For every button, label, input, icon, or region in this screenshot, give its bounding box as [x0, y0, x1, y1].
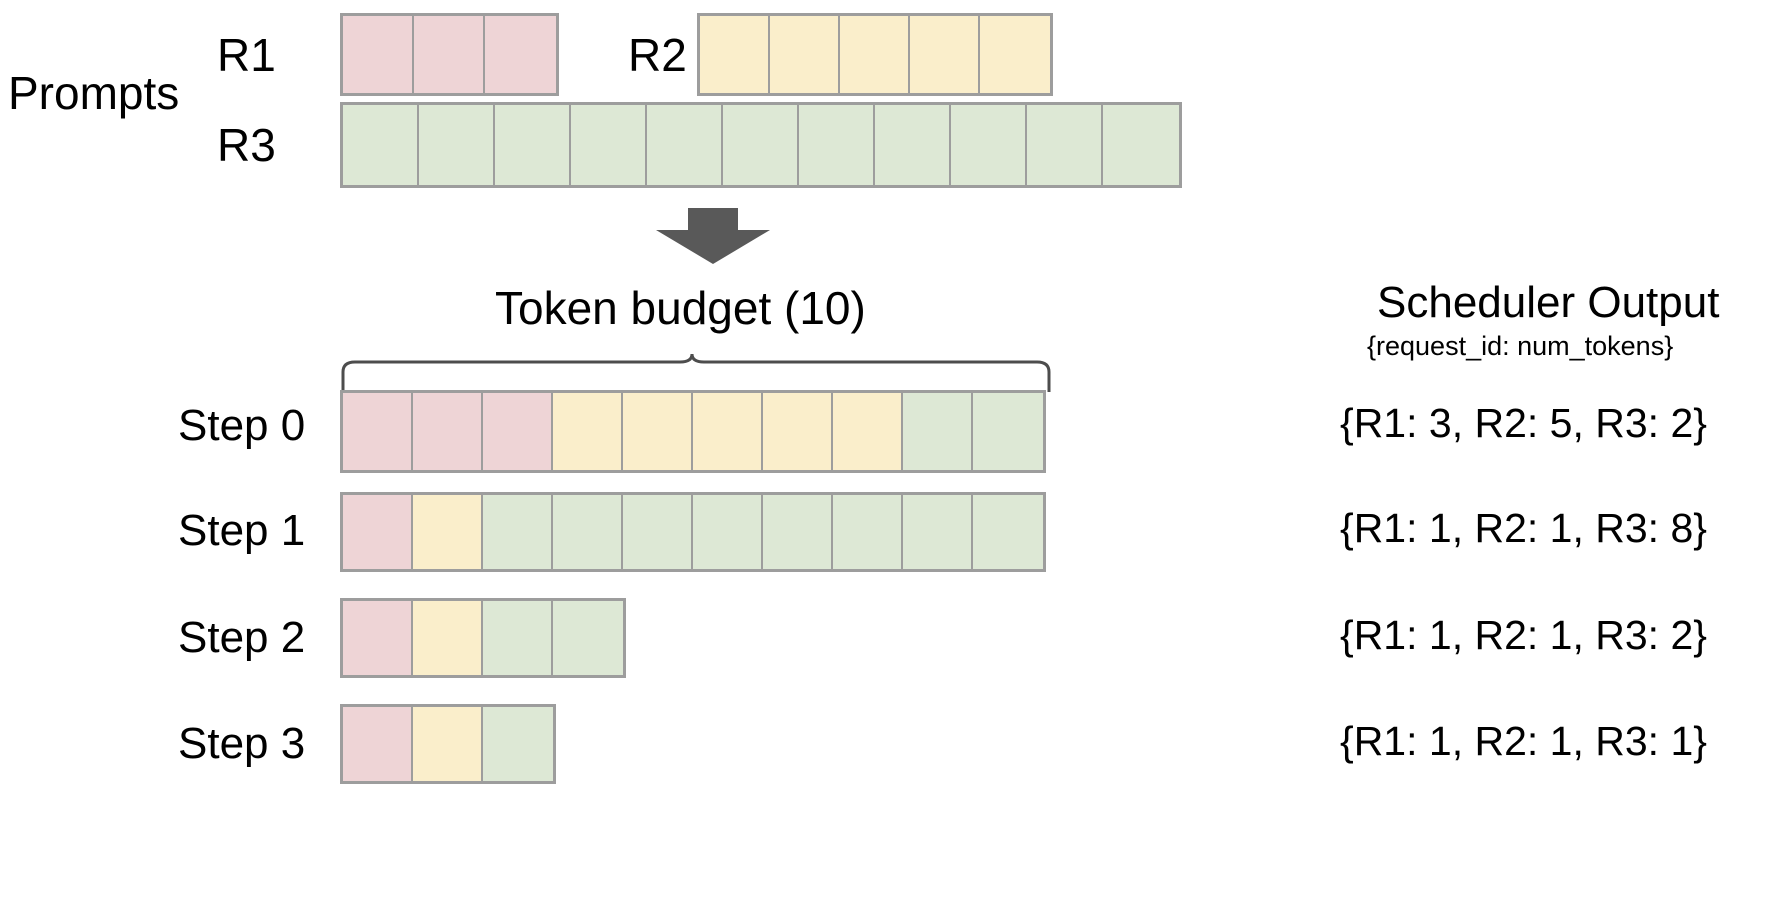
- scheduler-output-0: {R1: 3, R2: 5, R3: 2}: [1340, 400, 1707, 446]
- token-cell: [413, 495, 483, 569]
- token-cell: [763, 393, 833, 470]
- step-label-3: Step 3: [178, 719, 306, 768]
- token-cell: [553, 495, 623, 569]
- token-cell: [840, 16, 910, 93]
- step-bar-1: [340, 492, 1046, 572]
- step-label-0: Step 0: [178, 401, 306, 450]
- token-cell: [571, 105, 647, 185]
- scheduler-output-2: {R1: 1, R2: 1, R3: 2}: [1340, 612, 1707, 658]
- token-cell: [343, 495, 413, 569]
- token-cell: [623, 495, 693, 569]
- token-cell: [413, 601, 483, 675]
- prompt-bar-r1: [340, 13, 559, 96]
- token-cell: [833, 393, 903, 470]
- token-cell: [483, 707, 553, 781]
- scheduler-output-title: Scheduler Output: [1377, 278, 1720, 327]
- token-cell: [495, 105, 571, 185]
- token-cell: [693, 495, 763, 569]
- token-cell: [833, 495, 903, 569]
- step-label-1: Step 1: [178, 506, 306, 555]
- token-cell: [485, 16, 556, 93]
- token-cell: [623, 393, 693, 470]
- scheduler-output-1: {R1: 1, R2: 1, R3: 8}: [1340, 505, 1707, 551]
- token-cell: [723, 105, 799, 185]
- token-cell: [419, 105, 495, 185]
- token-cell: [483, 393, 553, 470]
- prompts-section-label: Prompts: [8, 67, 180, 119]
- token-cell: [343, 393, 413, 470]
- prompt-bar-r3: [340, 102, 1182, 188]
- scheduler-output-subtitle: {request_id: num_tokens}: [1367, 331, 1674, 361]
- token-cell: [910, 16, 980, 93]
- token-cell: [903, 393, 973, 470]
- request-label-r1: R1: [217, 29, 276, 81]
- request-label-r3: R3: [217, 119, 276, 171]
- token-budget-label: Token budget (10): [495, 282, 866, 334]
- token-cell: [903, 495, 973, 569]
- step-label-2: Step 2: [178, 613, 306, 662]
- token-cell: [413, 393, 483, 470]
- token-cell: [693, 393, 763, 470]
- token-cell: [414, 16, 485, 93]
- token-cell: [483, 495, 553, 569]
- token-cell: [763, 495, 833, 569]
- curly-brace-icon: [340, 352, 1052, 392]
- token-cell: [980, 16, 1050, 93]
- down-arrow-icon: [643, 208, 783, 264]
- token-cell: [875, 105, 951, 185]
- token-cell: [1103, 105, 1179, 185]
- token-cell: [413, 707, 483, 781]
- token-cell: [1027, 105, 1103, 185]
- token-cell: [553, 601, 623, 675]
- step-bar-2: [340, 598, 626, 678]
- step-bar-0: [340, 390, 1046, 473]
- step-bar-3: [340, 704, 556, 784]
- token-cell: [799, 105, 875, 185]
- prompt-bar-r2: [697, 13, 1053, 96]
- token-cell: [700, 16, 770, 93]
- token-cell: [483, 601, 553, 675]
- token-cell: [343, 16, 414, 93]
- token-cell: [343, 105, 419, 185]
- token-cell: [553, 393, 623, 470]
- token-cell: [973, 495, 1043, 569]
- token-cell: [951, 105, 1027, 185]
- token-cell: [647, 105, 723, 185]
- token-cell: [343, 707, 413, 781]
- token-cell: [770, 16, 840, 93]
- token-cell: [343, 601, 413, 675]
- scheduler-output-3: {R1: 1, R2: 1, R3: 1}: [1340, 718, 1707, 764]
- request-label-r2: R2: [628, 29, 687, 81]
- token-cell: [973, 393, 1043, 470]
